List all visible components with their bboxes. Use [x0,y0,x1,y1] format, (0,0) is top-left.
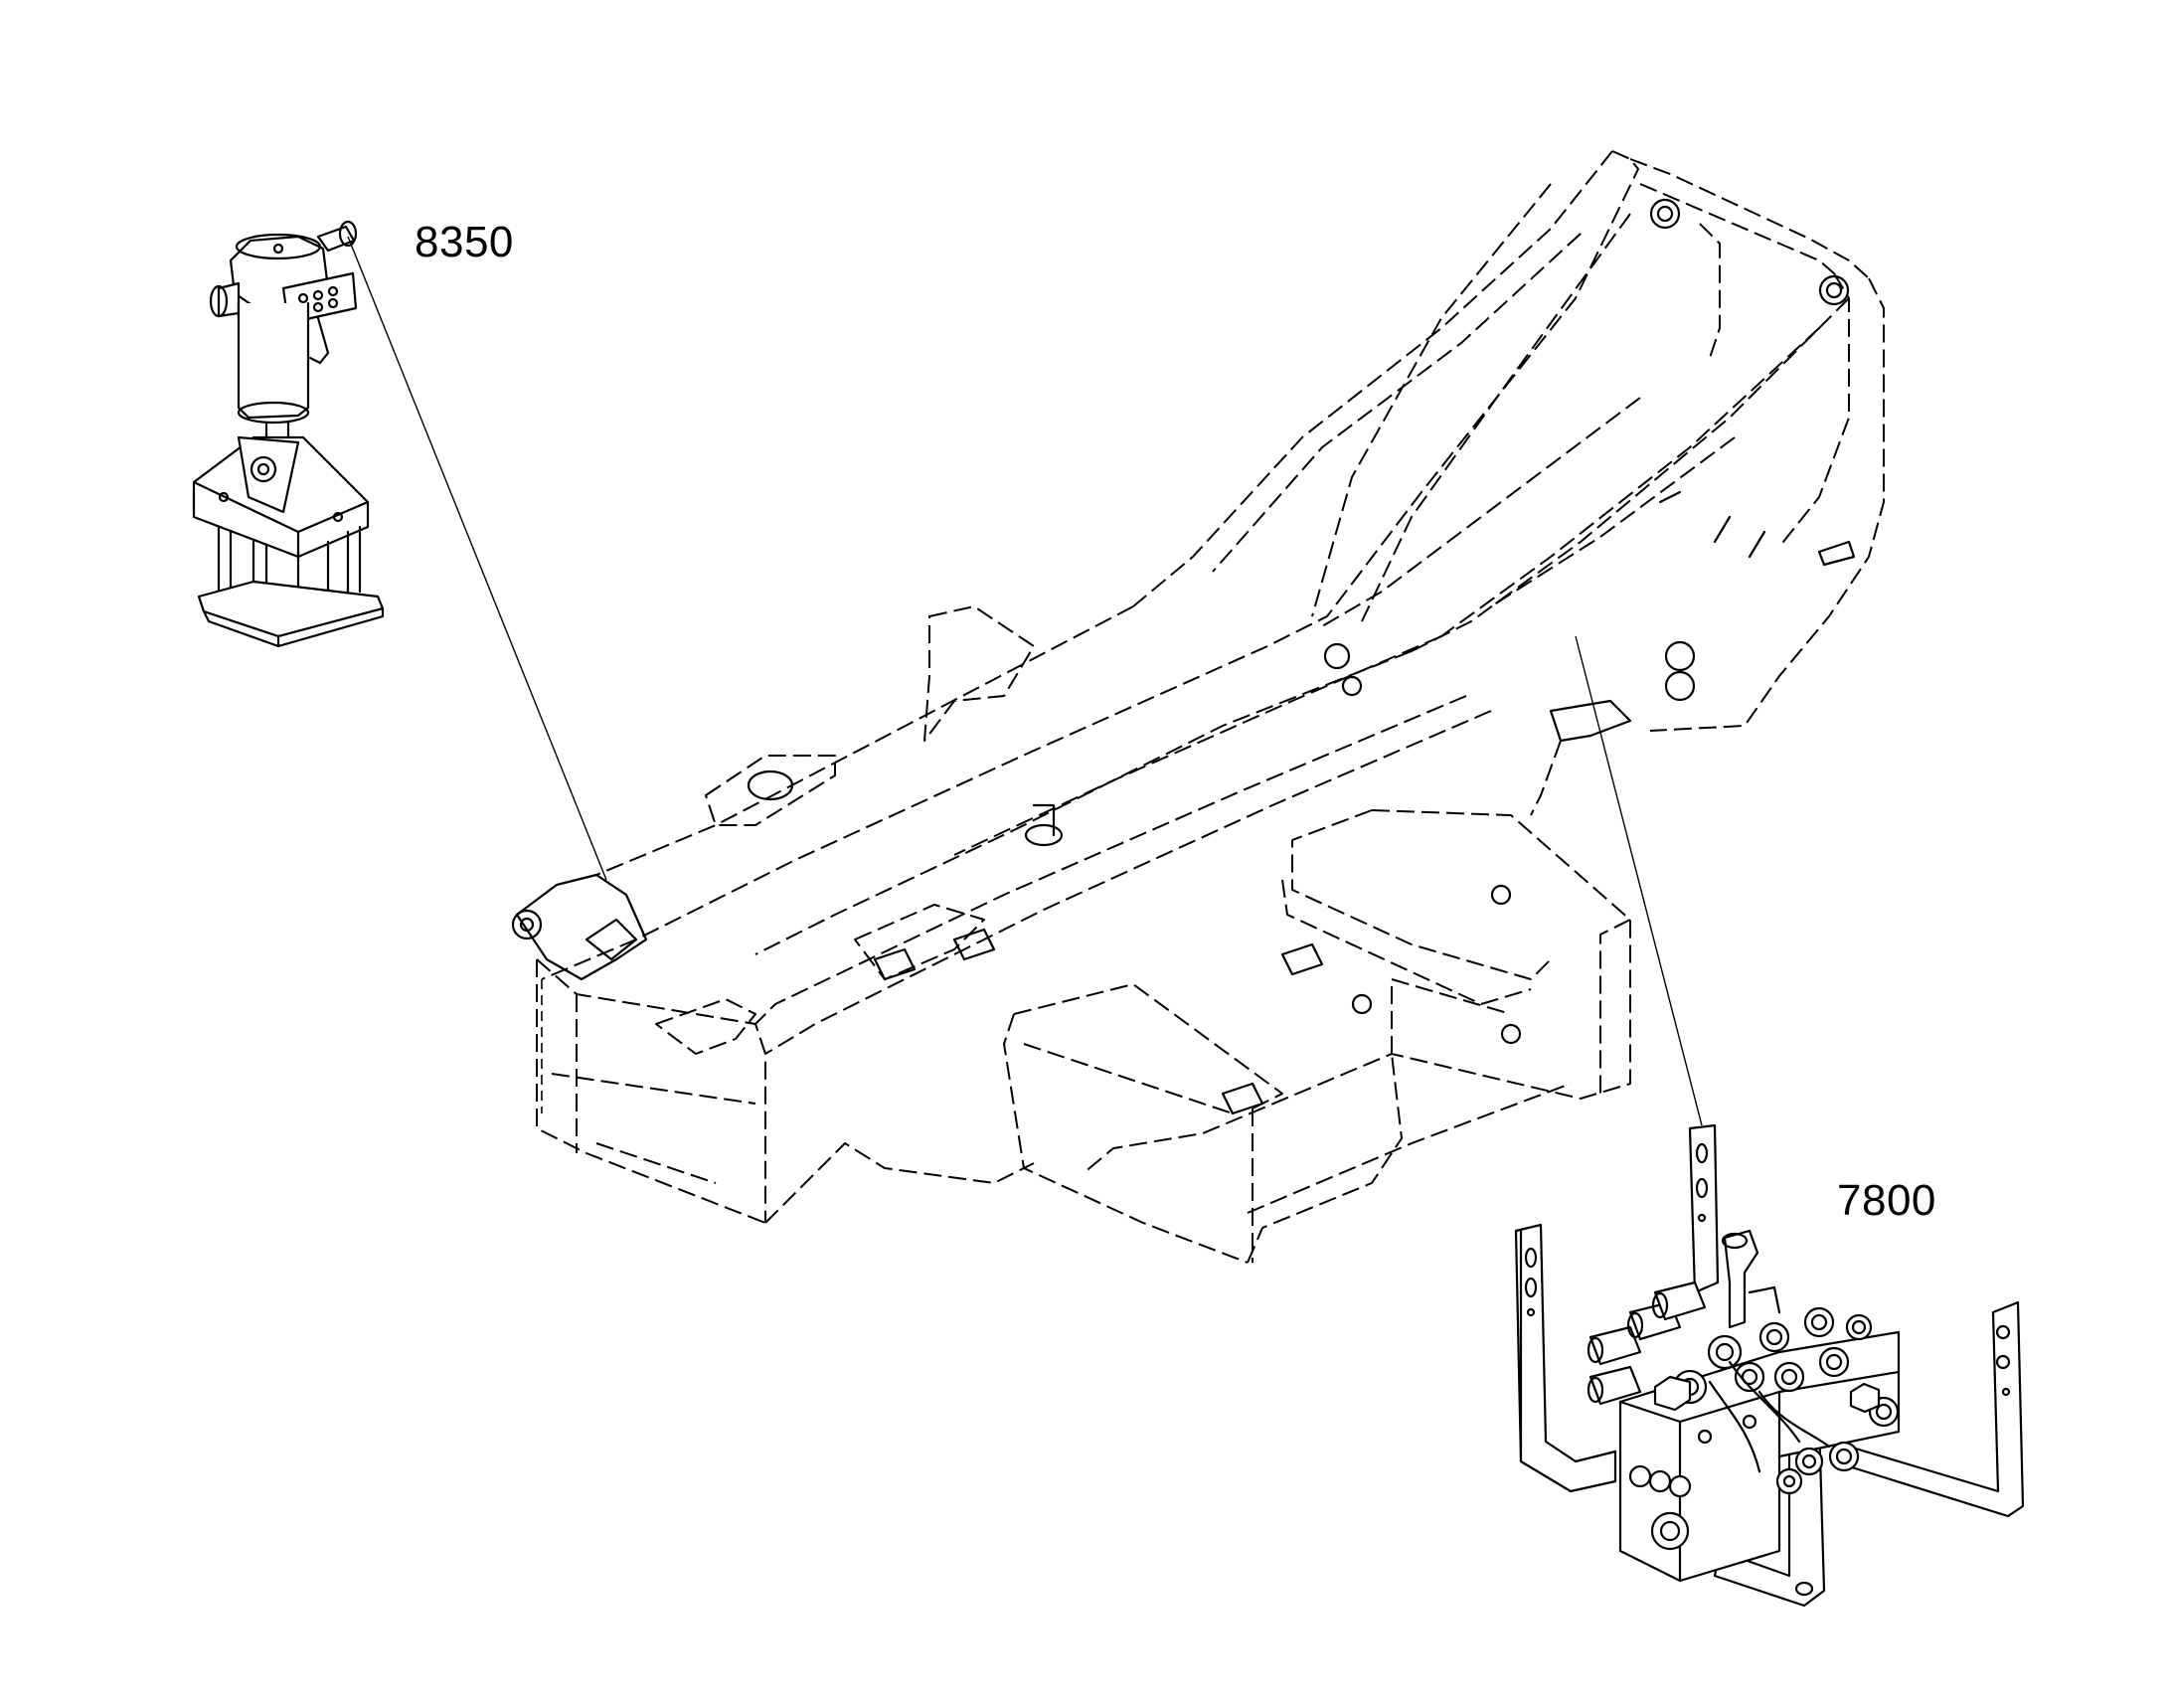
callout-label-8350: 8350 [415,218,514,266]
loader-frame [511,150,1885,1264]
valve-spools [1587,1281,1707,1406]
leader-line-8350 [347,236,607,881]
hydraulic-fittings [1628,1229,1900,1551]
cylinder-assembly-8350 [192,220,385,648]
leader-lines [347,236,1703,1126]
leader-line-7800 [1575,635,1703,1126]
valve-bank-assembly-7800 [1514,1123,2025,1608]
callout-label-7800: 7800 [1837,1176,1936,1225]
